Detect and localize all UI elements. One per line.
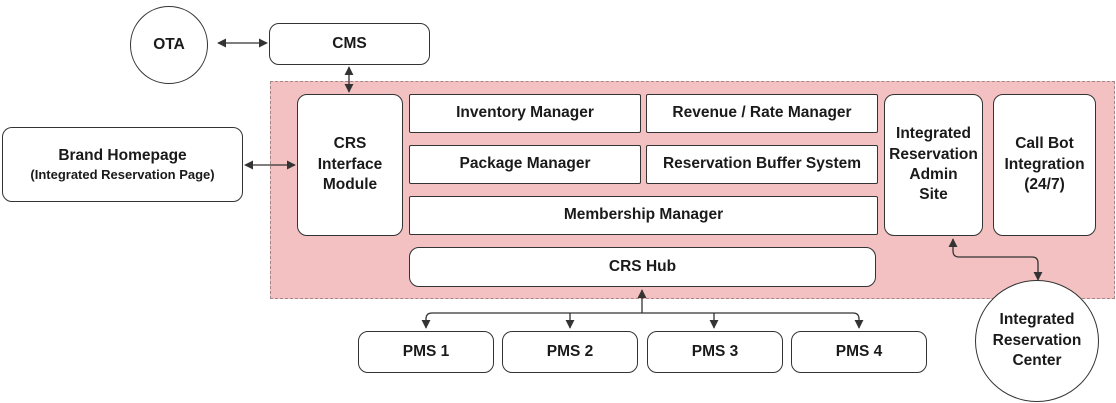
crs-interface-line-1: CRS xyxy=(333,135,367,153)
res-center-line-1: Integrated xyxy=(999,310,1075,328)
admin-site-line-3: Admin xyxy=(909,166,958,183)
membership-manager-node: Membership Manager xyxy=(409,196,878,235)
res-center-line-2: Reservation xyxy=(992,331,1082,349)
crs-interface-module-node: CRS Interface Module xyxy=(297,94,403,236)
ota-label: OTA xyxy=(153,35,185,53)
pms-distribution-line xyxy=(425,312,860,325)
crs-interface-line-2: Interface xyxy=(317,155,383,173)
pms-4-label: PMS 4 xyxy=(835,342,883,360)
pms-4-node: PMS 4 xyxy=(791,331,927,373)
admin-site-line-4: Site xyxy=(919,186,948,204)
membership-manager-label: Membership Manager xyxy=(563,206,724,224)
call-bot-line-3: (24/7) xyxy=(1024,176,1065,194)
integrated-reservation-admin-site-node: Integrated Reservation Admin Site xyxy=(884,94,983,236)
pms-2-label: PMS 2 xyxy=(546,342,594,360)
cms-label: CMS xyxy=(332,34,367,52)
brand-homepage-title: Brand Homepage xyxy=(58,146,187,164)
package-manager-node: Package Manager xyxy=(409,145,641,184)
pms-1-label: PMS 1 xyxy=(402,342,450,360)
pms-3-label: PMS 3 xyxy=(691,342,739,360)
revenue-rate-manager-node: Revenue / Rate Manager xyxy=(646,94,878,133)
res-center-line-3: Center xyxy=(1012,352,1062,370)
inventory-manager-node: Inventory Manager xyxy=(409,94,641,133)
admin-site-line-2: Reservation xyxy=(889,145,978,163)
admin-site-line-1: Integrated xyxy=(896,125,971,143)
pms-3-node: PMS 3 xyxy=(647,331,783,373)
call-bot-line-2: Integration xyxy=(1004,155,1085,173)
revenue-rate-manager-label: Revenue / Rate Manager xyxy=(672,104,852,122)
integrated-reservation-center-node: Integrated Reservation Center xyxy=(975,280,1099,402)
brand-homepage-subtitle: (Integrated Reservation Page) xyxy=(30,167,215,183)
reservation-buffer-system-node: Reservation Buffer System xyxy=(646,145,878,184)
ota-node: OTA xyxy=(130,6,208,84)
pms-1-node: PMS 1 xyxy=(358,331,494,373)
call-bot-line-1: Call Bot xyxy=(1015,135,1074,153)
reservation-buffer-system-label: Reservation Buffer System xyxy=(662,155,862,173)
cms-node: CMS xyxy=(269,23,430,65)
brand-homepage-node: Brand Homepage (Integrated Reservation P… xyxy=(2,127,243,202)
crs-hub-label: CRS Hub xyxy=(608,257,677,275)
crs-interface-line-3: Module xyxy=(322,176,378,194)
pms-2-node: PMS 2 xyxy=(502,331,638,373)
crs-hub-node: CRS Hub xyxy=(409,247,876,287)
admin-center-connector xyxy=(948,238,1043,281)
inventory-manager-label: Inventory Manager xyxy=(456,104,594,122)
call-bot-integration-node: Call Bot Integration (24/7) xyxy=(993,94,1096,236)
package-manager-label: Package Manager xyxy=(459,155,591,173)
